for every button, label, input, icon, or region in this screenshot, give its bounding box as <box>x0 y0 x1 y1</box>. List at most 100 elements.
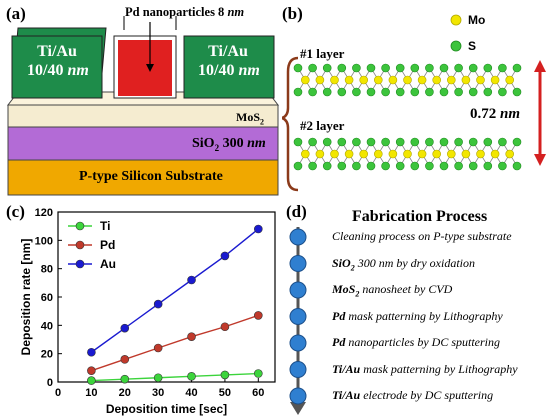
mo-atom <box>490 75 500 85</box>
point-pd <box>153 343 163 353</box>
fabrication-title: Fabrication Process <box>352 208 488 225</box>
mos2-lattice <box>282 14 546 192</box>
process-step: Cleaning process on P-type substrate <box>332 229 512 243</box>
mo-atom <box>344 75 354 85</box>
s-atom <box>439 63 449 73</box>
pd-pad <box>118 40 172 96</box>
process-step: MoS2 nanosheet by CVD <box>332 282 453 299</box>
s-atom <box>410 63 420 73</box>
s-atom <box>468 137 478 147</box>
s-atom <box>337 137 347 147</box>
right-pad-label: Ti/Au 10/40 nm <box>198 43 260 79</box>
s-atom <box>308 137 317 147</box>
thickness-label: 0.72 nm <box>470 106 521 122</box>
process-node <box>289 387 307 405</box>
x-tick-label: 20 <box>119 387 131 399</box>
process-node <box>289 255 307 272</box>
x-tick-label: 40 <box>185 387 197 399</box>
s-atom <box>308 63 317 73</box>
s-atom <box>293 87 303 97</box>
panel-c-label: (c) <box>6 202 25 221</box>
series-line-pd <box>91 314 259 372</box>
point-ti <box>87 376 96 385</box>
s-atom <box>512 63 522 73</box>
x-tick-label: 60 <box>252 387 264 399</box>
mos2-label: MoS2 <box>236 110 264 127</box>
x-tick-label: 30 <box>152 387 164 399</box>
mo-atom <box>403 149 412 159</box>
mo-atom <box>315 149 325 159</box>
mo-atom <box>505 149 514 159</box>
s-atom <box>498 137 507 147</box>
y-tick-label: 100 <box>35 235 53 247</box>
point-au <box>120 323 130 333</box>
mo-atom <box>300 149 310 159</box>
legend-mo-marker <box>450 14 462 26</box>
mo-atom <box>461 75 471 85</box>
s-atom <box>498 63 507 73</box>
s-atom <box>395 87 405 97</box>
process-node <box>289 281 307 299</box>
y-tick-label: 0 <box>47 377 53 389</box>
s-atom <box>352 161 361 171</box>
panel-b-label: (b) <box>282 4 303 23</box>
s-atom <box>322 63 332 73</box>
process-node <box>289 308 307 325</box>
point-au <box>220 251 230 261</box>
mo-atom <box>447 75 456 85</box>
mo-atom <box>359 149 368 159</box>
s-atom <box>308 161 317 171</box>
y-tick-label: 20 <box>41 349 53 361</box>
mo-atom <box>476 149 485 159</box>
s-atom <box>454 87 463 97</box>
y-tick-label: 80 <box>41 264 53 276</box>
s-atom <box>395 161 405 171</box>
sio2-label: SiO2 300 nm <box>192 136 266 153</box>
legend-label-pd: Pd <box>100 238 115 252</box>
process-flow <box>289 227 307 415</box>
s-atom <box>410 161 420 171</box>
mo-atom <box>432 75 441 85</box>
mo-atom <box>300 75 310 85</box>
process-node <box>289 228 307 246</box>
s-atom <box>439 87 449 97</box>
right-pad <box>183 35 275 99</box>
pd-label: Pd nanoparticles 8 nm <box>125 5 245 19</box>
y-tick-label: 120 <box>35 207 53 219</box>
s-atom <box>498 161 507 171</box>
mo-atom <box>388 149 398 159</box>
point-pd <box>87 366 96 375</box>
s-atom <box>410 87 420 97</box>
mo-atom <box>417 149 427 159</box>
s-atom <box>425 87 434 97</box>
s-atom <box>381 63 390 73</box>
mo-atom <box>315 75 325 85</box>
process-node <box>289 334 307 352</box>
mo-atom <box>344 149 354 159</box>
mo-atom <box>476 75 485 85</box>
device-schematic <box>6 16 280 196</box>
mo-atom <box>447 149 456 159</box>
s-atom <box>483 161 493 171</box>
layer-brace <box>282 56 299 192</box>
s-atom <box>322 161 332 171</box>
mo-atom <box>388 75 398 85</box>
s-atom <box>483 87 493 97</box>
process-node <box>289 361 307 378</box>
point-au <box>153 299 163 309</box>
x-tick-label: 0 <box>55 387 61 399</box>
s-atom <box>366 87 376 97</box>
s-atom <box>425 63 434 73</box>
point-ti <box>120 374 130 384</box>
panel-d-label: (d) <box>286 202 307 221</box>
point-ti <box>153 373 163 383</box>
point-ti <box>220 370 230 380</box>
s-atom <box>410 137 420 147</box>
point-au <box>87 347 96 357</box>
sio2-layer <box>7 126 279 161</box>
s-atom <box>337 161 347 171</box>
s-atom <box>395 63 405 73</box>
s-atom <box>366 161 376 171</box>
point-pd <box>187 332 196 341</box>
